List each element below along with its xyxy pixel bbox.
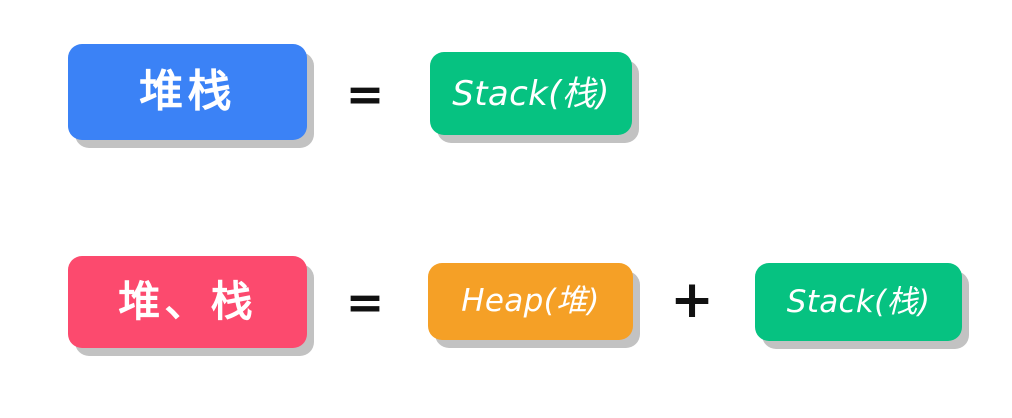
box-heap-en: Heap(堆) [428,263,633,340]
operator-equals-2: = [345,275,385,329]
box-stack-en-2-label: Stack(栈) [786,283,931,320]
box-stack-cn: 堆栈 [68,44,307,140]
box-heap-en-label: Heap(堆) [461,283,600,319]
operator-equals-1: = [345,67,385,121]
box-stack-en-2: Stack(栈) [755,263,962,341]
box-stack-cn-label: 堆栈 [139,66,236,117]
operator-plus: + [670,270,714,330]
box-heapstack-cn-label: 堆、栈 [118,277,257,326]
box-stack-en-1-label: Stack(栈) [452,73,610,114]
box-heapstack-cn: 堆、栈 [68,256,307,348]
box-stack-en-1: Stack(栈) [430,52,632,135]
